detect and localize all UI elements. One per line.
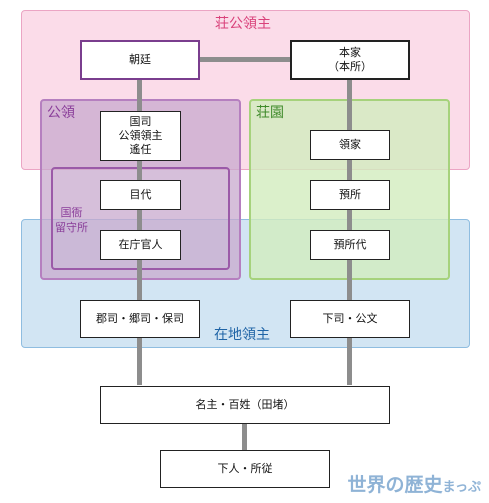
ryoke-box: 領家: [310, 130, 390, 160]
region-koryo-label: 公領: [47, 105, 75, 121]
geshi-box: 下司・公文: [290, 300, 410, 338]
mokudai-box: 目代: [100, 180, 181, 210]
genin-box: 下人・所従: [160, 450, 330, 488]
logo-part1: 世界の: [347, 474, 405, 496]
connector-chotei-honke: [200, 57, 290, 62]
site-logo: 世界の歴史まっぷ: [347, 476, 481, 495]
connector-myoshu-genin: [242, 424, 247, 450]
logo-part2: 歴史: [404, 474, 443, 496]
logo-part3: まっぷ: [442, 480, 481, 495]
region-shoen-koryo-lord-label: 荘公領主: [215, 16, 271, 32]
zaichokanjin-box: 在庁官人: [100, 230, 181, 260]
region-local-lord-label: 在地領主: [214, 327, 270, 343]
region-kokuga-rusudokoro-label: 国衙 留守所: [55, 206, 88, 234]
region-shoen-label: 荘園: [256, 105, 284, 121]
chotei-box: 朝廷: [80, 40, 200, 80]
gunji-box: 郡司・郷司・保司: [80, 300, 200, 338]
myoshu-box: 名主・百姓（田堵）: [100, 386, 390, 424]
honke-box: 本家 （本所）: [290, 40, 410, 80]
azukaridokoro-box: 預所: [310, 180, 390, 210]
kokushi-box: 国司 公領領主 遙任: [100, 111, 181, 161]
azukaridokorodai-box: 預所代: [310, 230, 390, 260]
